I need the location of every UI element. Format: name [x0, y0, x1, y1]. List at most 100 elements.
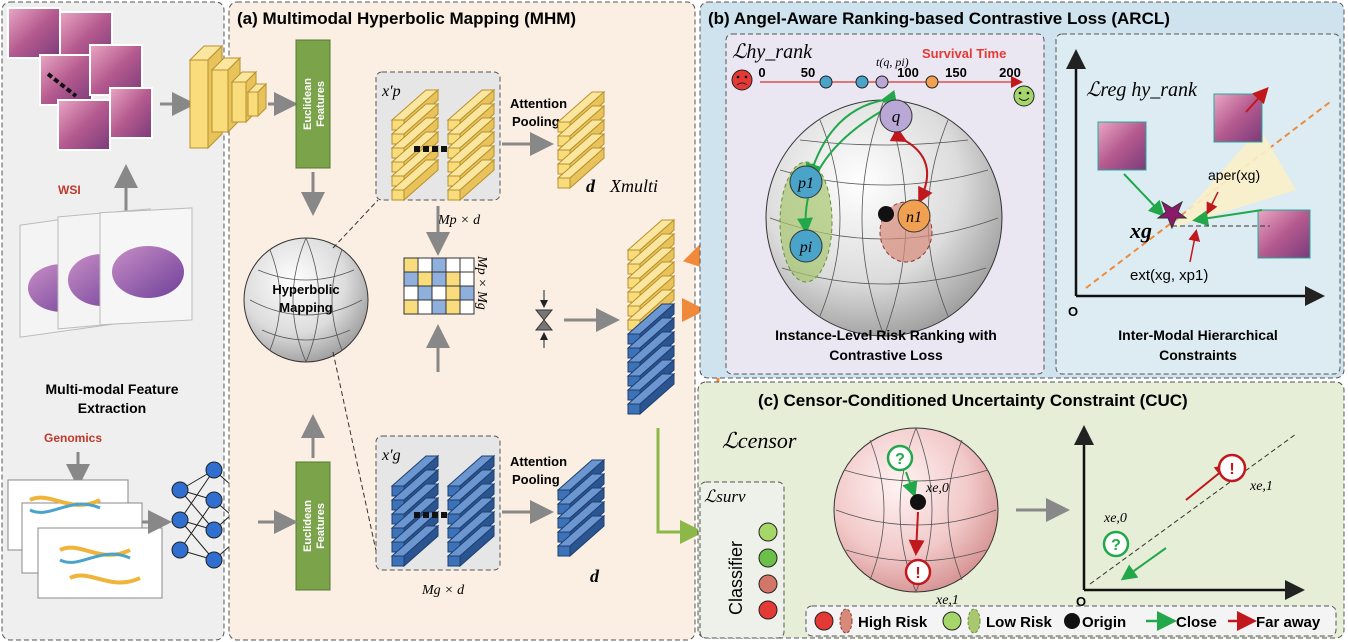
xp-feature-stack [390, 88, 496, 202]
patch3-arrow [1192, 209, 1263, 227]
classifier-face-2-icon [758, 548, 778, 568]
hier-caption-1: Inter-Modal Hierarchical [1118, 327, 1278, 343]
sad-face-icon [731, 69, 753, 91]
extraction-label-1: Multi-modal Feature [45, 381, 178, 397]
xe0-label-plot: xe,0 [1103, 511, 1127, 526]
patch-image-1 [1097, 121, 1147, 171]
xg-label: x′g [381, 447, 401, 464]
q-p1-close-arrow [805, 89, 898, 180]
euclid-label-top-1: Euclidean [302, 78, 314, 130]
mp-d-label: Mp × d [437, 213, 481, 228]
legend-origin: Origin [1082, 614, 1126, 631]
classifier-face-4-icon [758, 600, 778, 620]
euclid-label-top-2: Features [315, 81, 327, 127]
euclidean-features-top-box: Euclidean Features [295, 39, 331, 169]
tick-200: 200 [999, 65, 1021, 80]
q-node [879, 99, 913, 133]
alert-red-icon-plot: ! [1217, 453, 1247, 483]
tick-150: 150 [945, 65, 967, 80]
pi-label: pi [799, 239, 812, 256]
uncertain-green-icon-plot: ? [1102, 530, 1130, 558]
bottleneck-icon [534, 290, 554, 348]
tick-0: 0 [758, 65, 765, 80]
d-top-label: d [586, 176, 596, 196]
wsi-encoder-blocks [188, 44, 268, 150]
hier-caption-2: Constraints [1159, 347, 1237, 363]
classifier-face-3-icon [758, 574, 778, 594]
attn-top-1: Attention [510, 96, 567, 111]
n1-node [897, 199, 931, 233]
similarity-matrix [403, 257, 475, 315]
xe0-label-sphere: xe,0 [925, 481, 949, 496]
xp-label: x′p [381, 83, 401, 100]
legend-close: Close [1176, 614, 1217, 631]
patch2-arrow [1245, 87, 1269, 113]
arcl-title: (b) Angel-Aware Ranking-based Contrastiv… [708, 9, 1170, 28]
attn-bottom-2: Pooling [512, 472, 560, 487]
legend-far: Far away [1256, 614, 1321, 631]
genomic-pooled-stack [556, 458, 606, 558]
patch1-arrow [1123, 173, 1165, 217]
hyperbolic-mapping-sphere: Hyperbolic Mapping [243, 237, 369, 363]
hyper-label-2: Mapping [279, 300, 332, 315]
legend-sad-icon [814, 611, 834, 631]
censor-sphere [833, 427, 999, 593]
ranking-caption-2: Contrastive Loss [829, 347, 943, 363]
genomics-sheets-image [7, 479, 163, 599]
n1-label: n1 [906, 209, 922, 226]
xg-label-b: xg [1129, 218, 1152, 243]
aperture-cone [1172, 128, 1296, 228]
classifier-label: Classifier [726, 541, 746, 615]
wsi-tiles-image [7, 7, 153, 151]
xg-star-icon [1156, 200, 1188, 230]
legend-high-region-icon [839, 608, 853, 634]
euclid-label-bottom-2: Features [315, 503, 327, 549]
timeline-n1-dot [925, 75, 939, 89]
svg-text:?: ? [895, 451, 905, 468]
mhm-title: (a) Multimodal Hyperbolic Mapping (MHM) [237, 9, 576, 28]
multimodal-combined-stack [626, 218, 676, 416]
xe1-label-sphere: xe,1 [935, 593, 959, 608]
censor-loss: ℒcensor [722, 428, 797, 453]
legend-high-risk: High Risk [858, 614, 928, 631]
svg-text:?: ? [1111, 537, 1121, 554]
q-n1-far-arrow [889, 127, 933, 204]
classifier-face-1-icon [758, 522, 778, 542]
attn-top-2: Pooling [512, 114, 560, 129]
timeline-pi-dot [819, 75, 833, 89]
legend-low-region-icon [967, 608, 981, 634]
extraction-label-2: Extraction [78, 400, 146, 416]
t-q-pi-label: t(q, pi) [876, 55, 909, 69]
genomics-label: Genomics [44, 431, 102, 445]
tick-50: 50 [801, 65, 815, 80]
xg-feature-stack [390, 454, 496, 568]
xe1-label-plot: xe,1 [1249, 479, 1273, 494]
uncertain-green-icon: ? [886, 444, 914, 472]
mg-d-label: Mg × d [421, 583, 465, 598]
cuc-title: (c) Censor-Conditioned Uncertainty Const… [758, 391, 1188, 410]
wsi-slides-image [19, 207, 193, 338]
xmulti-label: Xmulti [609, 176, 658, 196]
svg-text:!: ! [1229, 461, 1234, 478]
legend-origin-icon [1064, 613, 1080, 629]
ext-label: ext(xg, xp1) [1130, 267, 1208, 284]
tick-100: 100 [897, 65, 919, 80]
q-label: q [892, 107, 901, 126]
svg-text:!: ! [915, 565, 920, 582]
timeline-q-dot [875, 75, 889, 89]
aper-label: aper(xg) [1208, 167, 1260, 183]
timeline-p1-dot [855, 75, 869, 89]
hy-rank-loss: ℒhy_rank [732, 41, 813, 63]
mp-mg-label: Mp × Mg [474, 255, 489, 310]
surv-loss: ℒsurv [704, 487, 746, 506]
origin-dot-c [910, 494, 926, 510]
p1-node [789, 165, 823, 199]
attn-bottom-1: Attention [510, 454, 567, 469]
patch-image-3 [1257, 209, 1311, 259]
origin-dot-b [878, 206, 894, 222]
euclid-label-bottom-1: Euclidean [302, 500, 314, 552]
q-pi-close-arrow [797, 111, 881, 234]
to-classifier-arrow [656, 428, 704, 544]
alert-red-icon: ! [904, 558, 932, 586]
